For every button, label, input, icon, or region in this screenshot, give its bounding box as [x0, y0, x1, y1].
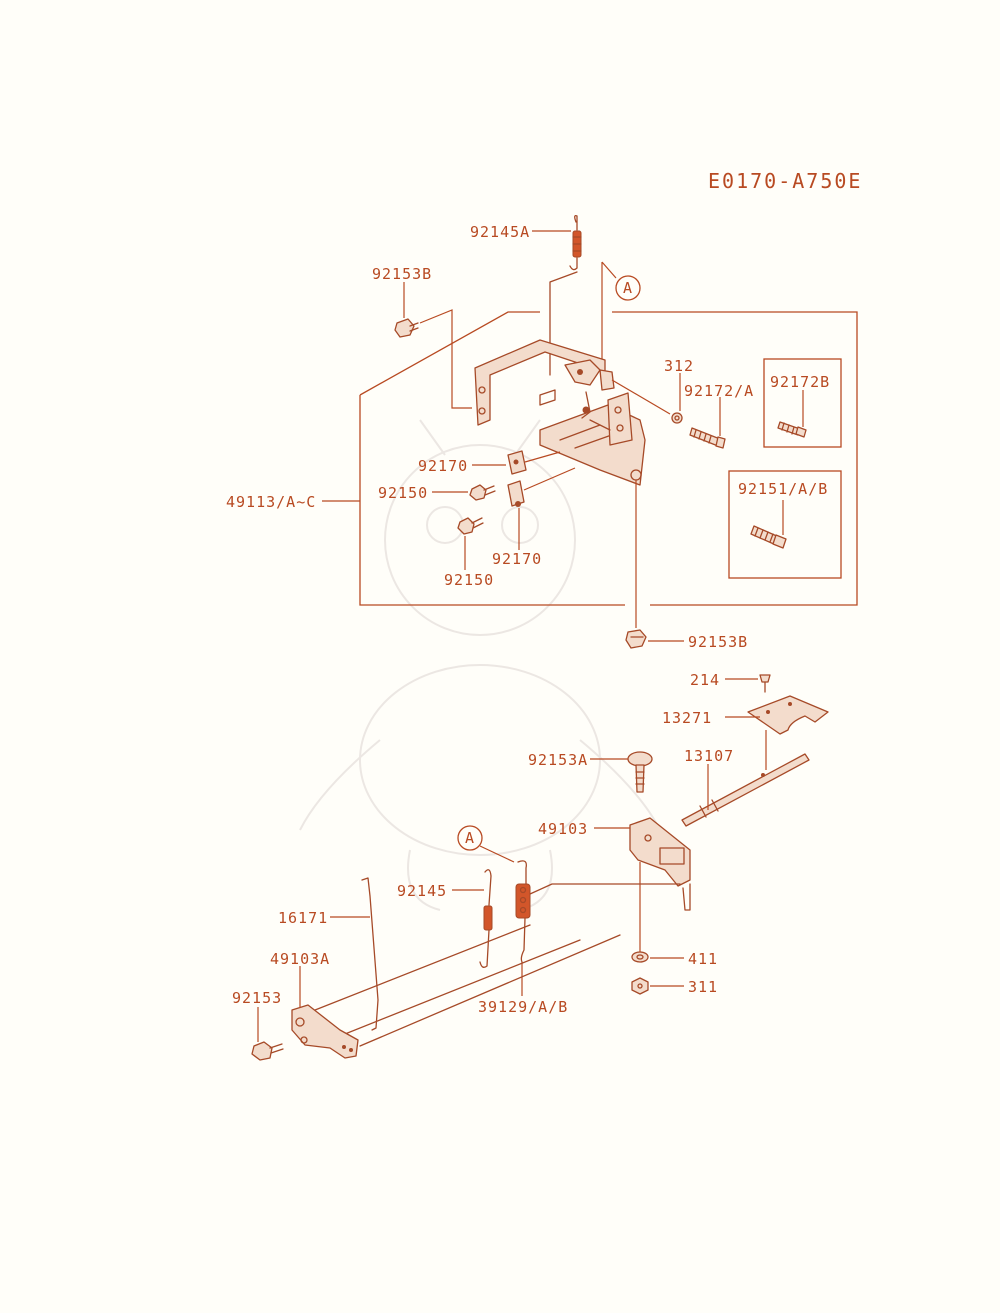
callout-a-top: [615, 275, 641, 301]
spring-39129: [515, 860, 531, 963]
rod-16171: [361, 877, 379, 1031]
link-rod-upper: [529, 883, 681, 895]
label-49103a: 49103A: [270, 950, 330, 968]
spring-92145: [479, 869, 493, 968]
leader-callout-a-bottom: [479, 845, 515, 863]
shaft-13107: [681, 753, 810, 827]
callout-a-bottom-letter: A: [465, 829, 475, 847]
label-92151: 92151/A/B: [738, 480, 828, 498]
label-92150-bottom: 92150: [444, 571, 494, 589]
label-92153b-bottom: 92153B: [688, 633, 748, 651]
label-92172a: 92172/A: [684, 382, 754, 400]
screw-92150-mid: [469, 484, 496, 501]
label-92172b: 92172B: [770, 373, 830, 391]
label-16171: 16171: [278, 909, 328, 927]
label-13271: 13271: [662, 709, 712, 727]
diagram-code-title: E0170-A750E: [708, 169, 862, 193]
spring-92145a: [569, 214, 582, 271]
washer-411: [631, 951, 649, 963]
label-49113: 49113/A~C: [226, 493, 316, 511]
label-92145: 92145: [397, 882, 447, 900]
throttle-lever-stack: [564, 359, 633, 446]
label-13107: 13107: [684, 747, 734, 765]
clamp-92170-top: [507, 450, 527, 475]
label-49103: 49103: [538, 820, 588, 838]
screw-214: [759, 674, 771, 693]
detail-box-92172b: [763, 358, 842, 448]
clamp-92170-bottom: [507, 480, 525, 507]
lever-49103: [629, 817, 691, 911]
assembly-frame-49113: [359, 311, 858, 606]
label-312: 312: [664, 357, 694, 375]
label-311: 311: [688, 978, 718, 996]
plate-13271: [747, 695, 829, 735]
callout-a-bottom: [457, 825, 483, 851]
label-92150-mid: 92150: [378, 484, 428, 502]
nut-312: [671, 412, 683, 424]
screw-92150-bottom: [457, 517, 484, 535]
label-92153a: 92153A: [528, 751, 588, 769]
leader-92170-bottom-axis: [523, 467, 576, 491]
leader-92170-top-axis: [524, 451, 561, 463]
bolt-92172b: [777, 421, 807, 438]
label-92153b-top: 92153B: [372, 265, 432, 283]
leader-312-axis: [611, 379, 671, 415]
link-rods-lower: [309, 924, 621, 1047]
label-411: 411: [688, 950, 718, 968]
leader-92153b-top-path: [419, 309, 472, 409]
lever-49103a: [291, 1004, 359, 1059]
label-92153: 92153: [232, 989, 282, 1007]
nut-311: [631, 977, 649, 995]
detail-box-92151: [728, 470, 842, 579]
bolt-92172a: [689, 427, 726, 449]
label-92170-bottom: 92170: [492, 550, 542, 568]
label-92145a: 92145A: [470, 223, 530, 241]
screw-92153b-top: [394, 318, 419, 338]
label-92170-top: 92170: [418, 457, 468, 475]
screw-92153b-bottom: [625, 469, 647, 649]
leader-callout-a-top: [601, 261, 617, 375]
label-39129: 39129/A/B: [478, 998, 568, 1016]
callout-a-top-letter: A: [623, 279, 633, 297]
bolt-92151: [750, 525, 787, 549]
screw-92153: [251, 1041, 284, 1061]
bolt-92153a: [627, 751, 653, 793]
label-214: 214: [690, 671, 720, 689]
